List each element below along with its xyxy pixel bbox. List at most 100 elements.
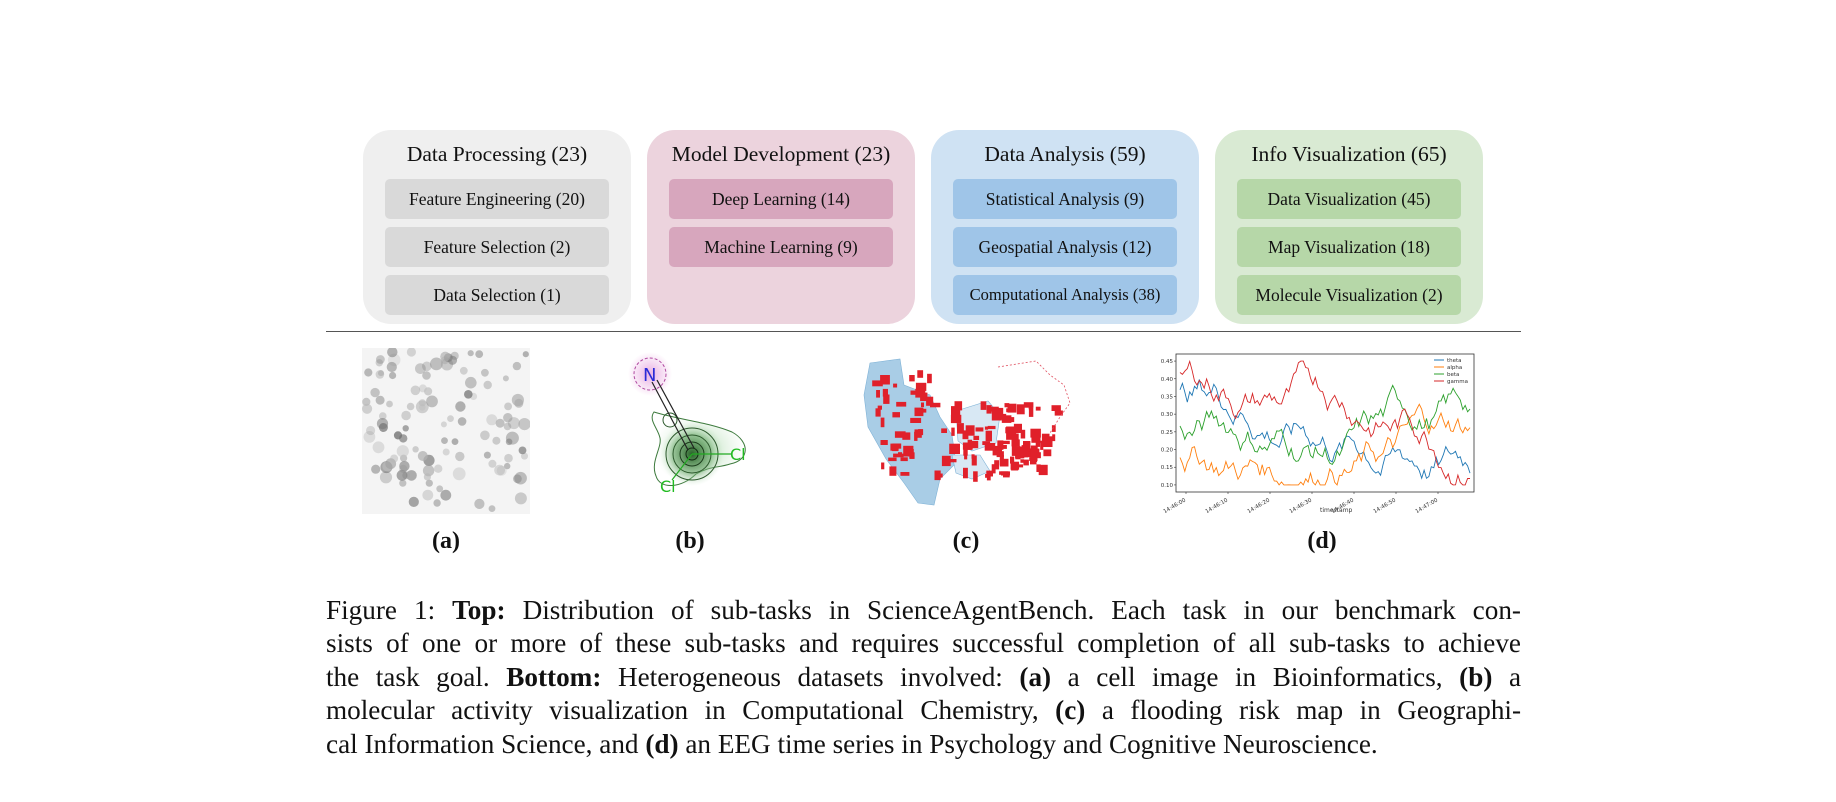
building-block [987, 425, 996, 430]
building-block [1011, 445, 1017, 456]
subtask-pill: Geospatial Analysis (12) [953, 227, 1177, 267]
building-block [951, 406, 961, 416]
cell [447, 415, 454, 422]
cell [375, 395, 385, 405]
cell [362, 403, 373, 414]
building-block [1007, 403, 1017, 413]
subfigure-label-a: (a) [432, 528, 460, 554]
y-tick-label: 0.10 [1161, 483, 1174, 489]
building-block [951, 427, 955, 436]
subtask-pill: Feature Engineering (20) [385, 179, 609, 219]
cell [372, 441, 385, 454]
x-tick-label: 14:46:10 [1205, 497, 1230, 515]
building-block [890, 443, 899, 451]
cell [464, 390, 473, 399]
bond [671, 453, 693, 481]
cell [415, 400, 429, 414]
cell [382, 461, 393, 472]
cell [417, 451, 428, 461]
cell [494, 464, 505, 476]
subtask-distribution: Data Processing (23) Feature Engineering… [363, 130, 1485, 326]
x-tick-label: 14:46:30 [1289, 497, 1314, 515]
cell [425, 479, 433, 487]
building-block [1023, 445, 1027, 452]
cell [483, 451, 491, 459]
building-block [985, 473, 991, 478]
building-block [1019, 454, 1025, 459]
cell [390, 454, 399, 463]
building-block [876, 390, 880, 398]
cell [436, 485, 444, 493]
cell [496, 465, 507, 476]
category-data-processing: Data Processing (23) Feature Engineering… [363, 130, 631, 324]
cell [503, 422, 512, 431]
flood-risk-map [863, 358, 1071, 506]
cell [518, 418, 530, 431]
cell [455, 401, 466, 412]
building-block [883, 394, 890, 404]
cell [486, 414, 498, 426]
cell [440, 421, 447, 428]
y-tick-label: 0.30 [1161, 412, 1174, 418]
x-tick-label: 14:46:20 [1247, 497, 1272, 515]
building-block [880, 440, 888, 445]
building-block [980, 401, 987, 410]
cell [511, 393, 524, 407]
cell [441, 437, 448, 444]
building-block [1035, 406, 1041, 411]
building-block [967, 439, 973, 446]
subfigure-label-c: (c) [952, 528, 980, 554]
cell [393, 431, 403, 440]
cell [504, 462, 511, 470]
building-block [992, 445, 1002, 456]
building-block [1030, 445, 1038, 455]
cell [492, 436, 501, 445]
building-block [917, 370, 924, 378]
building-block [941, 428, 947, 433]
building-block [973, 471, 978, 482]
cell [440, 489, 452, 501]
category-title: Info Visualization (65) [1251, 142, 1447, 166]
cell [433, 499, 441, 507]
category-title: Model Development (23) [671, 142, 891, 166]
cell [503, 413, 513, 423]
cell [483, 380, 492, 390]
caption-line: Figure 1: Top: Distribution of sub-tasks… [326, 595, 1521, 625]
x-tick-label: 14:47:00 [1415, 497, 1440, 515]
building-block [888, 457, 897, 462]
subtask-pill: Statistical Analysis (9) [953, 179, 1177, 219]
building-block [962, 430, 969, 440]
subtask-pill: Machine Learning (9) [669, 227, 893, 267]
subtask-pill: Data Visualization (45) [1237, 179, 1461, 219]
cell [424, 387, 433, 396]
building-block [1001, 471, 1010, 476]
x-axis-label: timestamp [1320, 507, 1353, 514]
cell [399, 460, 410, 472]
series-line-gamma [1179, 359, 1470, 486]
subtask-pill: Data Selection (1) [385, 275, 609, 315]
y-tick-label: 0.35 [1161, 394, 1174, 400]
building-block [984, 443, 996, 451]
legend-label: gamma [1447, 379, 1468, 385]
subfigure-label-d: (d) [1307, 528, 1337, 554]
building-block [957, 423, 964, 434]
building-block [965, 425, 975, 436]
cell [399, 479, 407, 487]
cell [412, 446, 419, 453]
section-divider [326, 331, 1521, 332]
building-block [954, 401, 963, 411]
map-red-blocks [872, 370, 1063, 482]
building-block [1020, 459, 1025, 463]
caption-line: sists of one or more of these sub-tasks … [326, 628, 1521, 659]
building-block [893, 453, 904, 458]
building-block [914, 407, 924, 417]
category-title: Data Processing (23) [406, 142, 588, 166]
building-block [984, 426, 989, 430]
cell [455, 451, 465, 462]
cell [512, 361, 522, 371]
cell [422, 464, 435, 477]
building-block [1054, 410, 1063, 416]
y-tick-label: 0.20 [1161, 448, 1174, 454]
caption-line: the task goal. Bottom: Heterogeneous dat… [326, 661, 1522, 692]
cell [422, 489, 434, 501]
